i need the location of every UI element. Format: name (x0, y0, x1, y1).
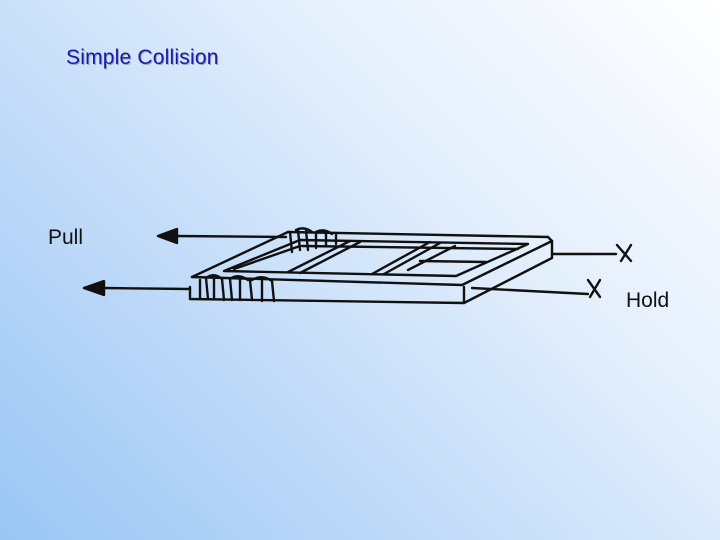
slide-title: Simple Collision (66, 46, 219, 69)
pull-arrow-upper (156, 227, 288, 245)
hold-label: Hold (626, 289, 670, 312)
frame-body (188, 227, 554, 305)
pull-arrow-lower (82, 279, 192, 297)
hold-line-upper (550, 243, 633, 263)
pull-label: Pull (48, 226, 84, 249)
